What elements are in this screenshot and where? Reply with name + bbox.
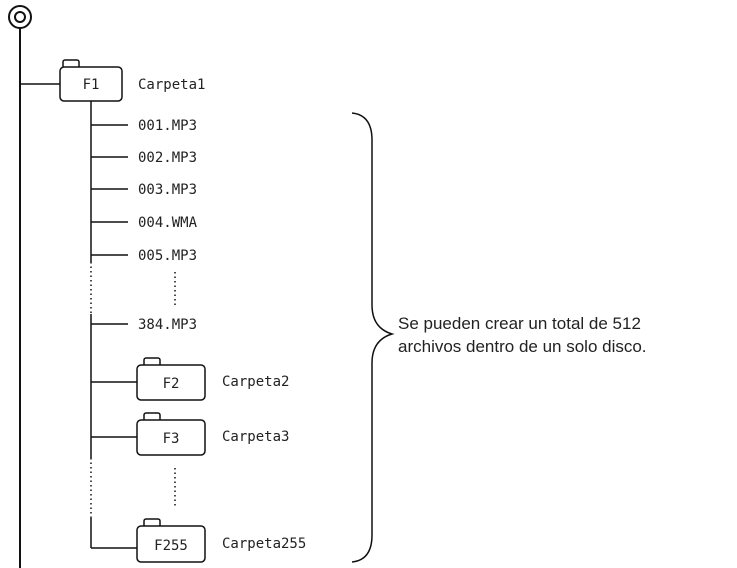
curly-brace (351, 112, 395, 563)
file-name: 002.MP3 (138, 150, 197, 166)
folder-id: F1 (83, 77, 100, 93)
folder-label: Carpeta255 (222, 536, 306, 552)
file-item[interactable]: 001.MP3 (91, 118, 197, 134)
folder-icon (143, 357, 161, 366)
file-item[interactable]: 002.MP3 (91, 150, 197, 166)
file-name: 005.MP3 (138, 248, 197, 264)
folder-label: Carpeta2 (222, 374, 289, 390)
folder-f3[interactable]: F3 (136, 412, 206, 456)
folder-icon (62, 59, 80, 68)
folder-box (136, 525, 206, 563)
folder-box (136, 364, 206, 401)
file-item[interactable]: 003.MP3 (91, 182, 197, 198)
file-name: 004.WMA (138, 215, 198, 231)
disc-icon (8, 5, 32, 29)
folder-label: Carpeta3 (222, 429, 289, 445)
file-name: 003.MP3 (138, 182, 197, 198)
folder-id: F2 (163, 376, 180, 392)
folder-f255[interactable]: F255 (136, 518, 206, 563)
folder-id: F3 (163, 431, 180, 447)
note-line-1: Se pueden crear un total de 512 (398, 314, 641, 333)
capacity-note: Se pueden crear un total de 512 archivos… (398, 312, 737, 358)
file-name: 384.MP3 (138, 317, 197, 333)
folder-box (136, 419, 206, 456)
note-line-2: archivos dentro de un solo disco. (398, 337, 647, 356)
folder-id: F255 (154, 538, 188, 554)
folder-f1[interactable]: F1 (59, 59, 123, 102)
folder-f2[interactable]: F2 (136, 357, 206, 401)
file-item[interactable]: 384.MP3 (91, 317, 197, 333)
file-item[interactable]: 005.MP3 (91, 248, 197, 264)
folder-icon (143, 412, 161, 421)
folder-icon (143, 518, 161, 527)
file-item[interactable]: 004.WMA (91, 215, 198, 231)
folder-label: Carpeta1 (138, 77, 205, 93)
file-name: 001.MP3 (138, 118, 197, 134)
